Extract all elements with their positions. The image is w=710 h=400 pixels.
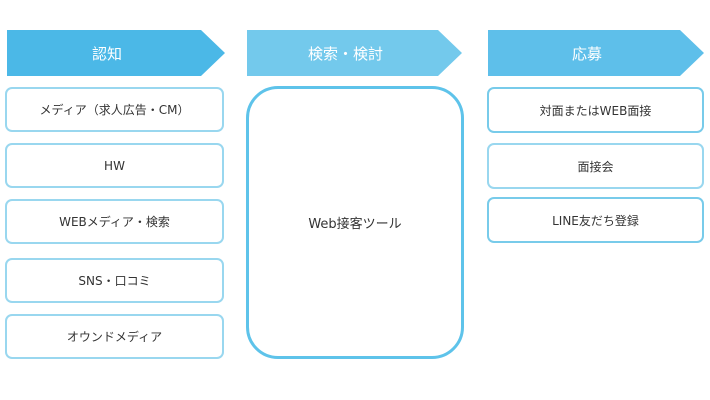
web-chat-tool-box: Web接客ツール	[246, 86, 464, 359]
stage-label-awareness: 認知	[91, 44, 122, 63]
awareness-item-web-media: WEBメディア・検索	[5, 199, 224, 244]
application-item-line-friend: LINE友だち登録	[487, 197, 704, 243]
application-item-interview-event: 面接会	[487, 143, 704, 189]
awareness-item-sns: SNS・口コミ	[5, 258, 224, 303]
awareness-item-owned-media: オウンドメディア	[5, 314, 224, 359]
stage-arrow-application: 応募	[488, 30, 704, 76]
stage-arrow-consideration: 検索・検討	[247, 30, 462, 76]
awareness-item-media: メディア（求人広告・CM）	[5, 87, 224, 132]
stage-label-consideration: 検索・検討	[307, 44, 383, 63]
stage-arrow-awareness: 認知	[7, 30, 225, 76]
awareness-item-hw: HW	[5, 143, 224, 188]
stage-label-application: 応募	[571, 44, 602, 63]
application-item-interview: 対面またはWEB面接	[487, 87, 704, 133]
